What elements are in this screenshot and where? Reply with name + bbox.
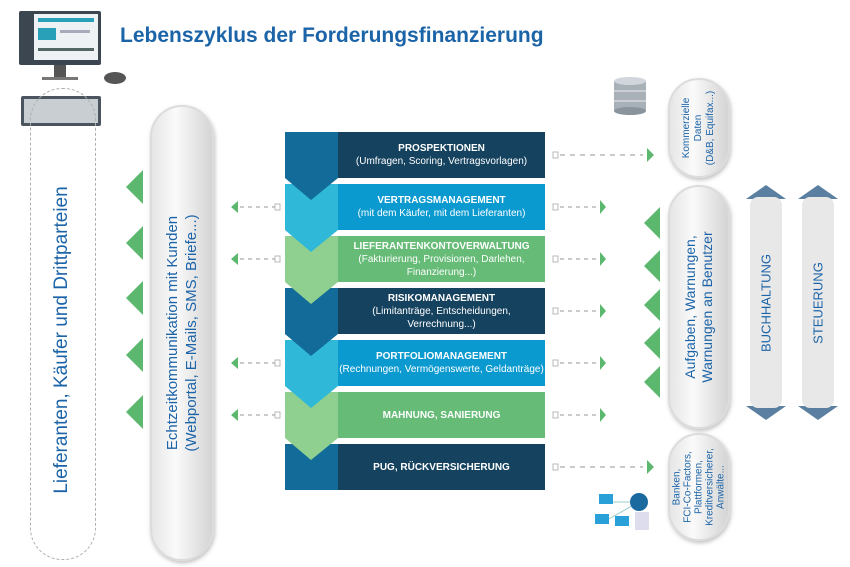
arrow-right-small xyxy=(600,408,606,422)
step-title: MAHNUNG, SANIERUNG xyxy=(382,409,501,421)
arrow-left-small xyxy=(231,409,238,421)
arrow-left-large xyxy=(644,289,660,321)
chevron-5 xyxy=(285,340,338,408)
arrow-left-large xyxy=(126,338,143,372)
arrow-left-large xyxy=(644,250,660,282)
arrow-left-large xyxy=(126,281,143,315)
arrow-right-small xyxy=(647,460,654,474)
step-1: PROSPEKTIONEN (Umfragen, Scoring, Vertrag… xyxy=(338,132,545,178)
step-title: PORTFOLIOMANAGEMENT xyxy=(375,351,508,362)
arrow-left-large xyxy=(126,170,143,204)
mouse-icon xyxy=(104,72,126,84)
chevron-1 xyxy=(285,132,338,200)
connector-node xyxy=(552,255,559,263)
stakeholder-outline xyxy=(30,88,96,560)
arrow-right-small xyxy=(600,356,606,370)
connector-node xyxy=(274,359,281,367)
page-title: Lebenszyklus der Forderungsfinanzierung xyxy=(120,24,544,47)
step-subtitle: (mit dem Käufer, mit dem Lieferanten) xyxy=(357,208,526,219)
network-icon xyxy=(595,493,649,530)
step-title: LIEFERANTENKONTOVERWALTUNG xyxy=(353,240,530,252)
database-icon xyxy=(614,77,646,115)
arrow-left-large xyxy=(644,207,660,239)
connector-node xyxy=(274,411,281,419)
commercial-data-pill: Kommerzielle Daten (D&B, Equifax...) xyxy=(668,78,730,178)
connector-node xyxy=(274,255,281,263)
partners-pill: Banken, FCI-Co-Factors, Plattformen, Kre… xyxy=(668,433,730,541)
arrow-left-small xyxy=(231,357,238,369)
arrow-left-large xyxy=(126,226,143,260)
connector-node xyxy=(552,411,559,419)
chevron-7 xyxy=(285,444,338,490)
step-5: PORTFOLIOMANAGEMENT (Rechnungen, Vermögen… xyxy=(338,340,545,386)
step-3: LIEFERANTENKONTOVERWALTUNG(Fakturierung,… xyxy=(338,236,545,282)
tasks-pill: Aufgaben, Warnungen, Warnungen an Benutz… xyxy=(668,185,730,429)
step-title: PROSPEKTIONEN xyxy=(398,143,485,154)
arrow-right-small xyxy=(600,252,606,266)
chevron-3 xyxy=(285,236,338,304)
connector-node xyxy=(552,203,559,211)
step-title: RISIKOMANAGEMENT xyxy=(387,292,496,304)
communication-pill: Echtzeitkommunikation mit Kunden (Webpor… xyxy=(150,105,214,561)
arrow-right-small xyxy=(600,304,606,318)
step-subtitle: (Rechnungen, Vermögenswerte, Geldanträge… xyxy=(339,364,544,375)
arrow-left-large xyxy=(644,366,660,398)
step-title: PUG, RÜCKVERSICHERUNG xyxy=(373,461,510,473)
step-subtitle: (Limitanträge, Entscheidungen, Verrechnu… xyxy=(372,305,511,330)
steuerung-bar: STEUERUNG xyxy=(798,185,838,420)
connector-node xyxy=(274,203,281,211)
chevron-4 xyxy=(285,288,338,356)
arrow-left-small xyxy=(231,253,238,265)
connector-node xyxy=(552,359,559,367)
arrow-left-small xyxy=(231,201,238,213)
connector-node xyxy=(552,463,559,471)
step-2: VERTRAGSMANAGEMENT (mit dem Käufer, mit d… xyxy=(338,184,545,230)
connector-node xyxy=(552,307,559,315)
arrow-left-large xyxy=(126,395,143,429)
arrow-right-small xyxy=(600,200,606,214)
step-title: VERTRAGSMANAGEMENT xyxy=(377,195,506,206)
arrow-left-large xyxy=(644,327,660,359)
step-6: MAHNUNG, SANIERUNG xyxy=(338,392,545,438)
step-7: PUG, RÜCKVERSICHERUNG xyxy=(338,444,545,490)
step-subtitle: (Fakturierung, Provisionen, Darlehen, Fi… xyxy=(358,253,525,278)
connector-node xyxy=(552,151,559,159)
step-subtitle: (Umfragen, Scoring, Vertragsvorlagen) xyxy=(355,156,528,167)
step-4: RISIKOMANAGEMENT(Limitanträge, Entscheid… xyxy=(338,288,545,334)
chevron-6 xyxy=(285,392,338,460)
chevron-2 xyxy=(285,184,338,252)
arrow-right-small xyxy=(647,148,654,162)
buchhaltung-bar: BUCHHALTUNG xyxy=(746,185,786,420)
